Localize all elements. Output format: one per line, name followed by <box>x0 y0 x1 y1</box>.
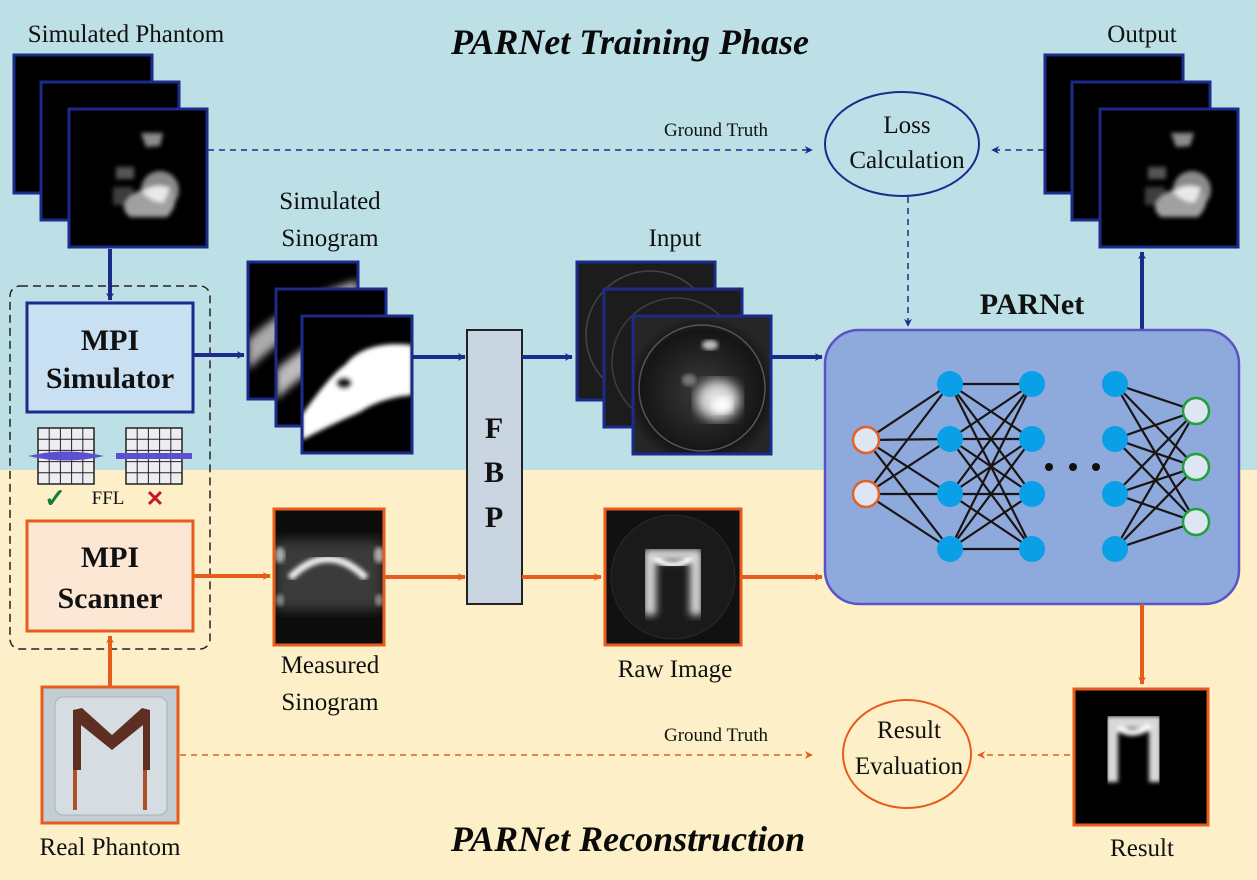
mpi-scanner-box: MPI Scanner <box>25 519 195 633</box>
output-node <box>1181 452 1211 482</box>
input-stack <box>575 260 773 456</box>
mpi-simulator-box: MPI Simulator <box>25 301 195 414</box>
output-stack <box>1043 53 1240 249</box>
network-nodes <box>851 371 1211 562</box>
eval-label-line2: Evaluation <box>855 753 964 780</box>
simulator-label-line2: Simulator <box>46 362 174 395</box>
output-node <box>1181 396 1211 426</box>
hidden-node <box>1019 371 1045 397</box>
ffl-label: FFL <box>92 488 125 509</box>
simulated-phantom-label: Simulated Phantom <box>28 21 225 48</box>
hidden-node <box>1102 536 1128 562</box>
ffl-line-wavy <box>28 451 104 461</box>
eval-label-line1: Result <box>877 717 941 744</box>
loss-label-line2: Calculation <box>849 147 965 174</box>
output-label: Output <box>1107 21 1177 48</box>
check-icon: ✓ <box>44 484 66 513</box>
simulated-sinogram-label-line2: Sinogram <box>281 225 379 252</box>
network-edge <box>865 493 951 550</box>
network-edges <box>865 382 1197 551</box>
cross-icon: ✕ <box>146 486 164 511</box>
training-phase-title: PARNet Training Phase <box>450 22 809 62</box>
fbp-letter-p: P <box>485 501 503 534</box>
fbp-box: F B P <box>466 329 523 605</box>
hidden-node <box>1102 426 1128 452</box>
network-edge <box>949 383 1033 495</box>
input-node <box>851 479 881 509</box>
real-phantom-label: Real Phantom <box>40 834 182 861</box>
fbp-letter-f: F <box>485 412 503 445</box>
real-phantom-photo <box>40 685 180 825</box>
network-edge <box>949 383 1033 440</box>
result-image <box>1072 687 1210 827</box>
hidden-node <box>937 536 963 562</box>
ellipsis-icon <box>1045 463 1100 471</box>
hidden-node <box>937 481 963 507</box>
input-image-front <box>631 314 773 456</box>
input-label: Input <box>649 225 702 252</box>
scanner-label-line2: Scanner <box>58 582 163 615</box>
ffl-grid-bad-icon <box>116 427 192 485</box>
hidden-node <box>1019 426 1045 452</box>
network-edge <box>865 438 951 495</box>
ground-truth-label-top: Ground Truth <box>664 120 768 141</box>
hidden-node <box>1019 536 1045 562</box>
fbp-letter-b: B <box>484 456 504 489</box>
scanner-label-line1: MPI <box>81 541 139 574</box>
network-edge <box>949 438 1033 550</box>
measured-sinogram-image <box>272 507 386 647</box>
measured-sinogram-label-line1: Measured <box>281 652 380 679</box>
simulated-phantom-stack <box>12 53 209 249</box>
simulated-sinogram-label-line1: Simulated <box>279 188 381 215</box>
hidden-node <box>1019 481 1045 507</box>
loss-calculation-node: Loss Calculation <box>824 91 980 197</box>
network-edge <box>949 493 1033 550</box>
network-edge <box>1114 410 1197 495</box>
ffl-line-straight <box>116 453 192 459</box>
reconstruction-title: PARNet Reconstruction <box>450 819 805 859</box>
simulated-sinogram-stack <box>246 260 414 455</box>
raw-image-label: Raw Image <box>618 656 733 683</box>
output-image-front <box>1098 107 1240 249</box>
network-edge <box>865 383 951 495</box>
simulator-label-line1: MPI <box>81 324 139 357</box>
ffl-grid-good-icon <box>28 427 104 485</box>
measured-sinogram-label-line2: Sinogram <box>281 689 379 716</box>
result-label: Result <box>1110 835 1174 862</box>
ground-truth-label-bottom: Ground Truth <box>664 725 768 746</box>
input-node <box>851 425 881 455</box>
network-edge <box>865 383 951 441</box>
hidden-node <box>937 371 963 397</box>
network-edge <box>949 383 1033 550</box>
parnet-title: PARNet <box>980 288 1084 321</box>
result-evaluation-node: Result Evaluation <box>842 699 972 809</box>
loss-label-line1: Loss <box>883 112 930 139</box>
sinogram-image-front <box>300 314 414 455</box>
hidden-node <box>1102 481 1128 507</box>
raw-image <box>603 507 743 647</box>
parnet-network-box <box>823 328 1241 606</box>
network-edge <box>1114 409 1197 441</box>
hidden-node <box>937 426 963 452</box>
network-edge <box>1114 410 1197 550</box>
hidden-node <box>1102 371 1128 397</box>
output-node <box>1181 507 1211 537</box>
phantom-image-front <box>67 107 209 249</box>
network-edge <box>1114 466 1197 550</box>
